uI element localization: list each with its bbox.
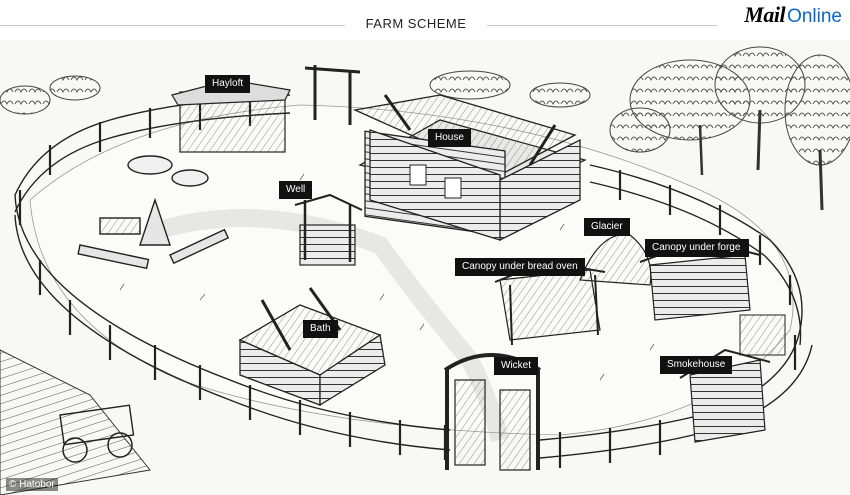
header-rule-right	[487, 25, 717, 26]
label-wicket: Wicket	[494, 357, 538, 375]
bath-house	[238, 287, 386, 407]
diagram-title: FARM SCHEME	[365, 16, 467, 31]
crop-field	[0, 349, 151, 495]
smokehouse-building	[679, 314, 786, 443]
hayloft-building	[171, 79, 291, 153]
header-bar: FARM SCHEME	[0, 12, 850, 38]
bushes-left	[0, 70, 591, 115]
brand-mail: Mail	[744, 2, 786, 27]
label-house: House	[428, 129, 471, 147]
image-credit: © Hatobor	[6, 478, 58, 491]
label-bath: Bath	[303, 320, 338, 338]
grass-strokes	[119, 173, 655, 381]
label-canopy-bread-oven: Canopy under bread oven	[455, 258, 585, 276]
label-glacier: Glacier	[584, 218, 630, 236]
campfire-area	[77, 155, 230, 270]
label-well: Well	[279, 181, 313, 199]
back-gate	[304, 65, 361, 125]
label-hayloft: Hayloft	[205, 75, 251, 93]
label-canopy-forge: Canopy under forge	[645, 239, 749, 257]
trees-right	[609, 46, 850, 211]
well-structure	[294, 193, 363, 266]
house-building	[352, 94, 587, 242]
brand-online: Online	[787, 6, 842, 27]
header-rule-left	[0, 25, 345, 26]
label-smokehouse: Smokehouse	[660, 356, 733, 374]
